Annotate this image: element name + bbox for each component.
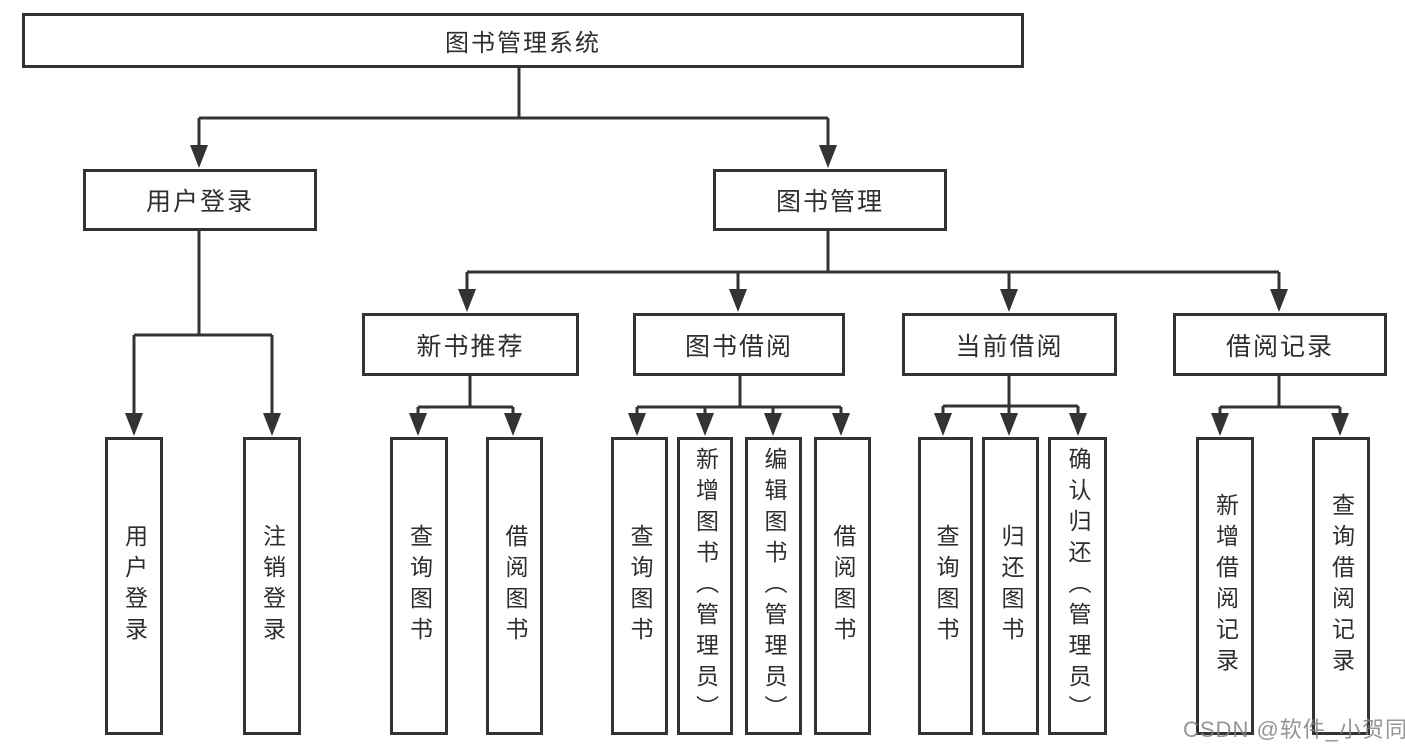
- leaf-logout: 注销登录: [243, 437, 301, 735]
- leaf-confirm-return-admin-label: 确认归还（管理员）: [1065, 446, 1091, 726]
- arrowhead-icon: [1331, 413, 1349, 436]
- node-root-label: 图书管理系统: [445, 30, 601, 57]
- node-current-borrow: 当前借阅: [902, 313, 1117, 376]
- leaf-add-books-admin-label: 新增图书（管理员）: [692, 446, 719, 726]
- arrowhead-icon: [934, 413, 952, 436]
- arrowhead-icon: [1069, 413, 1087, 436]
- leaf-borrow-query-books-label: 查询图书: [627, 524, 653, 648]
- node-book-management: 图书管理: [713, 169, 947, 231]
- leaf-confirm-return-admin: 确认归还（管理员）: [1048, 437, 1107, 735]
- arrowhead-icon: [190, 145, 208, 168]
- leaf-query-borrow-record: 查询借阅记录: [1312, 437, 1370, 735]
- node-book-management-label: 图书管理: [775, 188, 884, 216]
- node-new-book-recommend-label: 新书推荐: [416, 332, 525, 361]
- leaf-newbook-borrow-books-label: 借阅图书: [502, 524, 528, 648]
- leaf-edit-books-admin-label: 编辑图书（管理员）: [761, 446, 787, 726]
- arrowhead-icon: [1211, 413, 1229, 436]
- leaf-logout-label: 注销登录: [259, 524, 286, 648]
- arrowhead-icon: [409, 413, 427, 436]
- leaf-borrow-books: 借阅图书: [814, 437, 871, 735]
- node-root: 图书管理系统: [22, 13, 1024, 68]
- arrowhead-icon: [1000, 413, 1018, 436]
- node-current-borrow-label: 当前借阅: [955, 332, 1064, 361]
- leaf-borrow-books-label: 借阅图书: [830, 524, 856, 648]
- leaf-newbook-borrow-books: 借阅图书: [486, 437, 543, 735]
- arrowhead-icon: [764, 413, 782, 436]
- arrowhead-icon: [1000, 289, 1018, 312]
- node-new-book-recommend: 新书推荐: [362, 313, 579, 376]
- arrowhead-icon: [504, 413, 522, 436]
- leaf-query-borrow-record-label: 查询借阅记录: [1328, 493, 1355, 679]
- leaf-current-query-books-label: 查询图书: [933, 524, 959, 648]
- leaf-newbook-query-books: 查询图书: [390, 437, 448, 735]
- leaf-user-login-label: 用户登录: [121, 524, 148, 648]
- leaf-edit-books-admin: 编辑图书（管理员）: [745, 437, 802, 735]
- node-borrow-record-label: 借阅记录: [1225, 332, 1334, 361]
- arrowhead-icon: [819, 145, 837, 168]
- arrowhead-icon: [832, 413, 850, 436]
- leaf-add-borrow-record: 新增借阅记录: [1196, 437, 1254, 735]
- node-book-borrow: 图书借阅: [633, 313, 845, 376]
- arrowhead-icon: [125, 413, 143, 436]
- csdn-watermark: CSDN @软件_小贺同学: [1183, 717, 1405, 742]
- leaf-add-borrow-record-label: 新增借阅记录: [1212, 493, 1239, 679]
- arrowhead-icon: [628, 413, 646, 436]
- leaf-current-query-books: 查询图书: [918, 437, 973, 735]
- leaf-add-books-admin: 新增图书（管理员）: [677, 437, 733, 735]
- leaf-newbook-query-books-label: 查询图书: [406, 524, 433, 648]
- node-book-borrow-label: 图书借阅: [684, 332, 793, 361]
- leaf-return-books: 归还图书: [982, 437, 1039, 735]
- node-user-login-label: 用户登录: [145, 188, 254, 216]
- leaf-user-login: 用户登录: [105, 437, 163, 735]
- arrowhead-icon: [729, 289, 747, 312]
- arrowhead-icon: [263, 413, 281, 436]
- leaf-return-books-label: 归还图书: [998, 524, 1024, 648]
- leaf-borrow-query-books: 查询图书: [611, 437, 668, 735]
- arrowhead-icon: [458, 289, 476, 312]
- node-user-login: 用户登录: [83, 169, 317, 231]
- arrowhead-icon: [1270, 289, 1288, 312]
- arrowhead-icon: [696, 413, 714, 436]
- node-borrow-record: 借阅记录: [1173, 313, 1387, 376]
